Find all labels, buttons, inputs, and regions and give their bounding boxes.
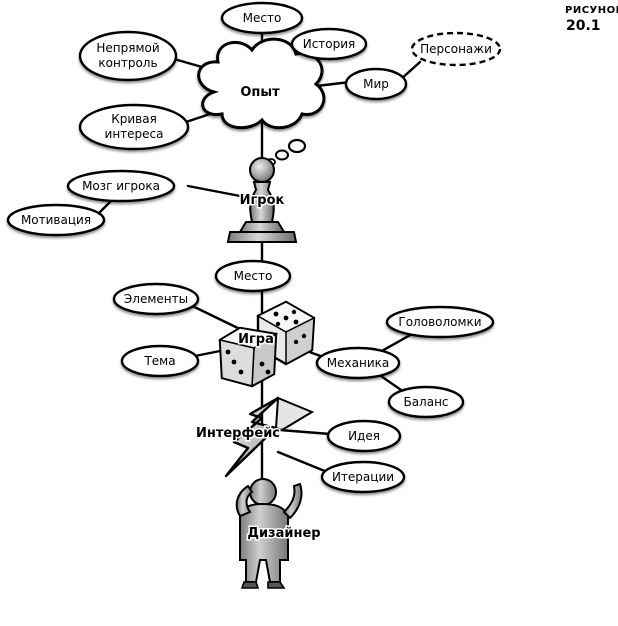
line-brain-motivation (98, 198, 114, 214)
line-idea (278, 428, 332, 436)
node-theme-label: Тема (143, 354, 175, 368)
experience-cloud: Опыт (197, 37, 326, 166)
node-indirect-control-label-1: Непрямой (96, 41, 159, 55)
node-interest-curve: Кривая интереса (78, 103, 190, 151)
node-theme: Тема (120, 344, 200, 378)
node-puzzles-label: Головоломки (398, 315, 481, 329)
thought-bubble-medium (275, 149, 289, 161)
player-label: Игрок (240, 193, 285, 208)
figure-caption-word: РИСУНОК (565, 5, 618, 16)
pawn-icon (226, 157, 298, 243)
figure-caption-number: 20.1 (566, 18, 601, 34)
line-player-brain (186, 184, 242, 198)
interface-label: Интерфейс (196, 426, 280, 441)
node-place-mid: Место (214, 259, 292, 293)
node-story: История (290, 27, 368, 61)
node-place-top: Место (220, 1, 304, 35)
node-motivation-label: Мотивация (21, 213, 91, 227)
node-place-mid-label: Место (234, 269, 273, 283)
thought-bubble-large (287, 138, 307, 154)
node-characters: Персонажи (410, 31, 502, 67)
node-iterations: Итерации (320, 460, 406, 494)
node-indirect-control: Непрямой контроль (78, 30, 178, 82)
node-player-brain-label: Мозг игрока (82, 179, 160, 193)
dice-icon (218, 300, 316, 388)
line-mechanics-puzzles (378, 332, 414, 354)
node-balance-label: Баланс (403, 395, 448, 409)
node-elements: Элементы (112, 282, 200, 316)
game-label: Игра (238, 332, 274, 347)
node-idea: Идея (326, 419, 402, 453)
node-characters-label: Персонажи (420, 42, 492, 56)
lightning-bolt-icon (224, 396, 315, 478)
node-puzzles: Головоломки (385, 305, 495, 339)
node-mechanics-label: Механика (327, 356, 389, 370)
node-world-label: Мир (363, 77, 389, 91)
node-motivation: Мотивация (6, 203, 106, 237)
line-iterations (276, 450, 334, 476)
node-balance: Баланс (387, 385, 465, 419)
node-place-top-label: Место (243, 11, 282, 25)
node-interest-curve-label-1: Кривая (111, 112, 157, 126)
node-elements-label: Элементы (124, 292, 188, 306)
node-idea-label: Идея (348, 429, 380, 443)
line-mechanics-balance (376, 372, 406, 394)
experience-label: Опыт (240, 85, 280, 100)
node-indirect-control-label-2: контроль (98, 56, 157, 70)
node-mechanics: Механика (315, 346, 401, 380)
node-player-brain: Мозг игрока (66, 169, 176, 203)
node-interest-curve-label-2: интереса (105, 127, 164, 141)
designer-figure-icon (235, 478, 303, 589)
node-story-label: История (303, 37, 356, 51)
node-world: Мир (344, 67, 408, 101)
node-iterations-label: Итерации (332, 470, 394, 484)
designer-label: Дизайнер (247, 526, 320, 541)
